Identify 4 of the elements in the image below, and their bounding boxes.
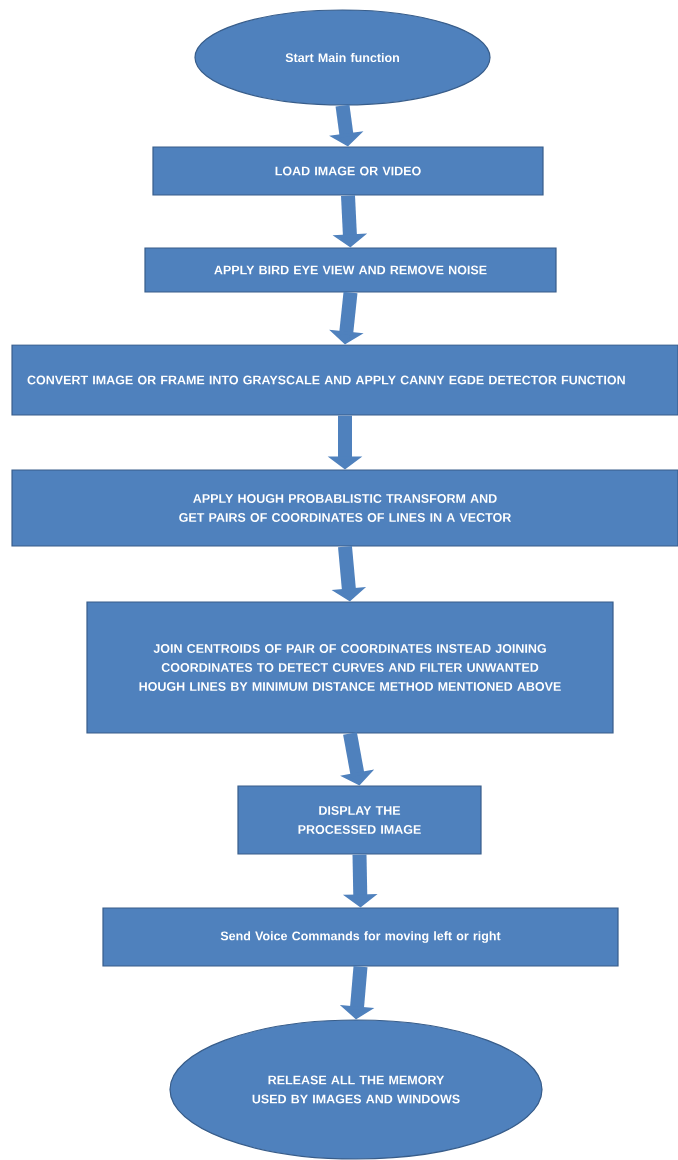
process-box: CONVERT IMAGE OR FRAME INTO GRAYSCALE AND APPLY CANNY EGDE DETECTOR FUNCTION bbox=[11, 344, 678, 416]
process-box: APPLY HOUGH PROBABLISTIC TRANSFORM AND GET PAIRS OF COORDINATES OF LINES IN A VECTOR bbox=[11, 469, 678, 547]
process-box: DISPLAY THE PROCESSED IMAGE bbox=[237, 785, 482, 855]
process-box: JOIN CENTROIDS OF PAIR OF COORDINATES INSTEAD JOINING COORDINATES TO DETECT CURVES AND FILTER UNWANTED HOUGH LINES BY MINIMUM DISTANCE METHOD MENTIONED ABOVE bbox=[86, 601, 614, 734]
